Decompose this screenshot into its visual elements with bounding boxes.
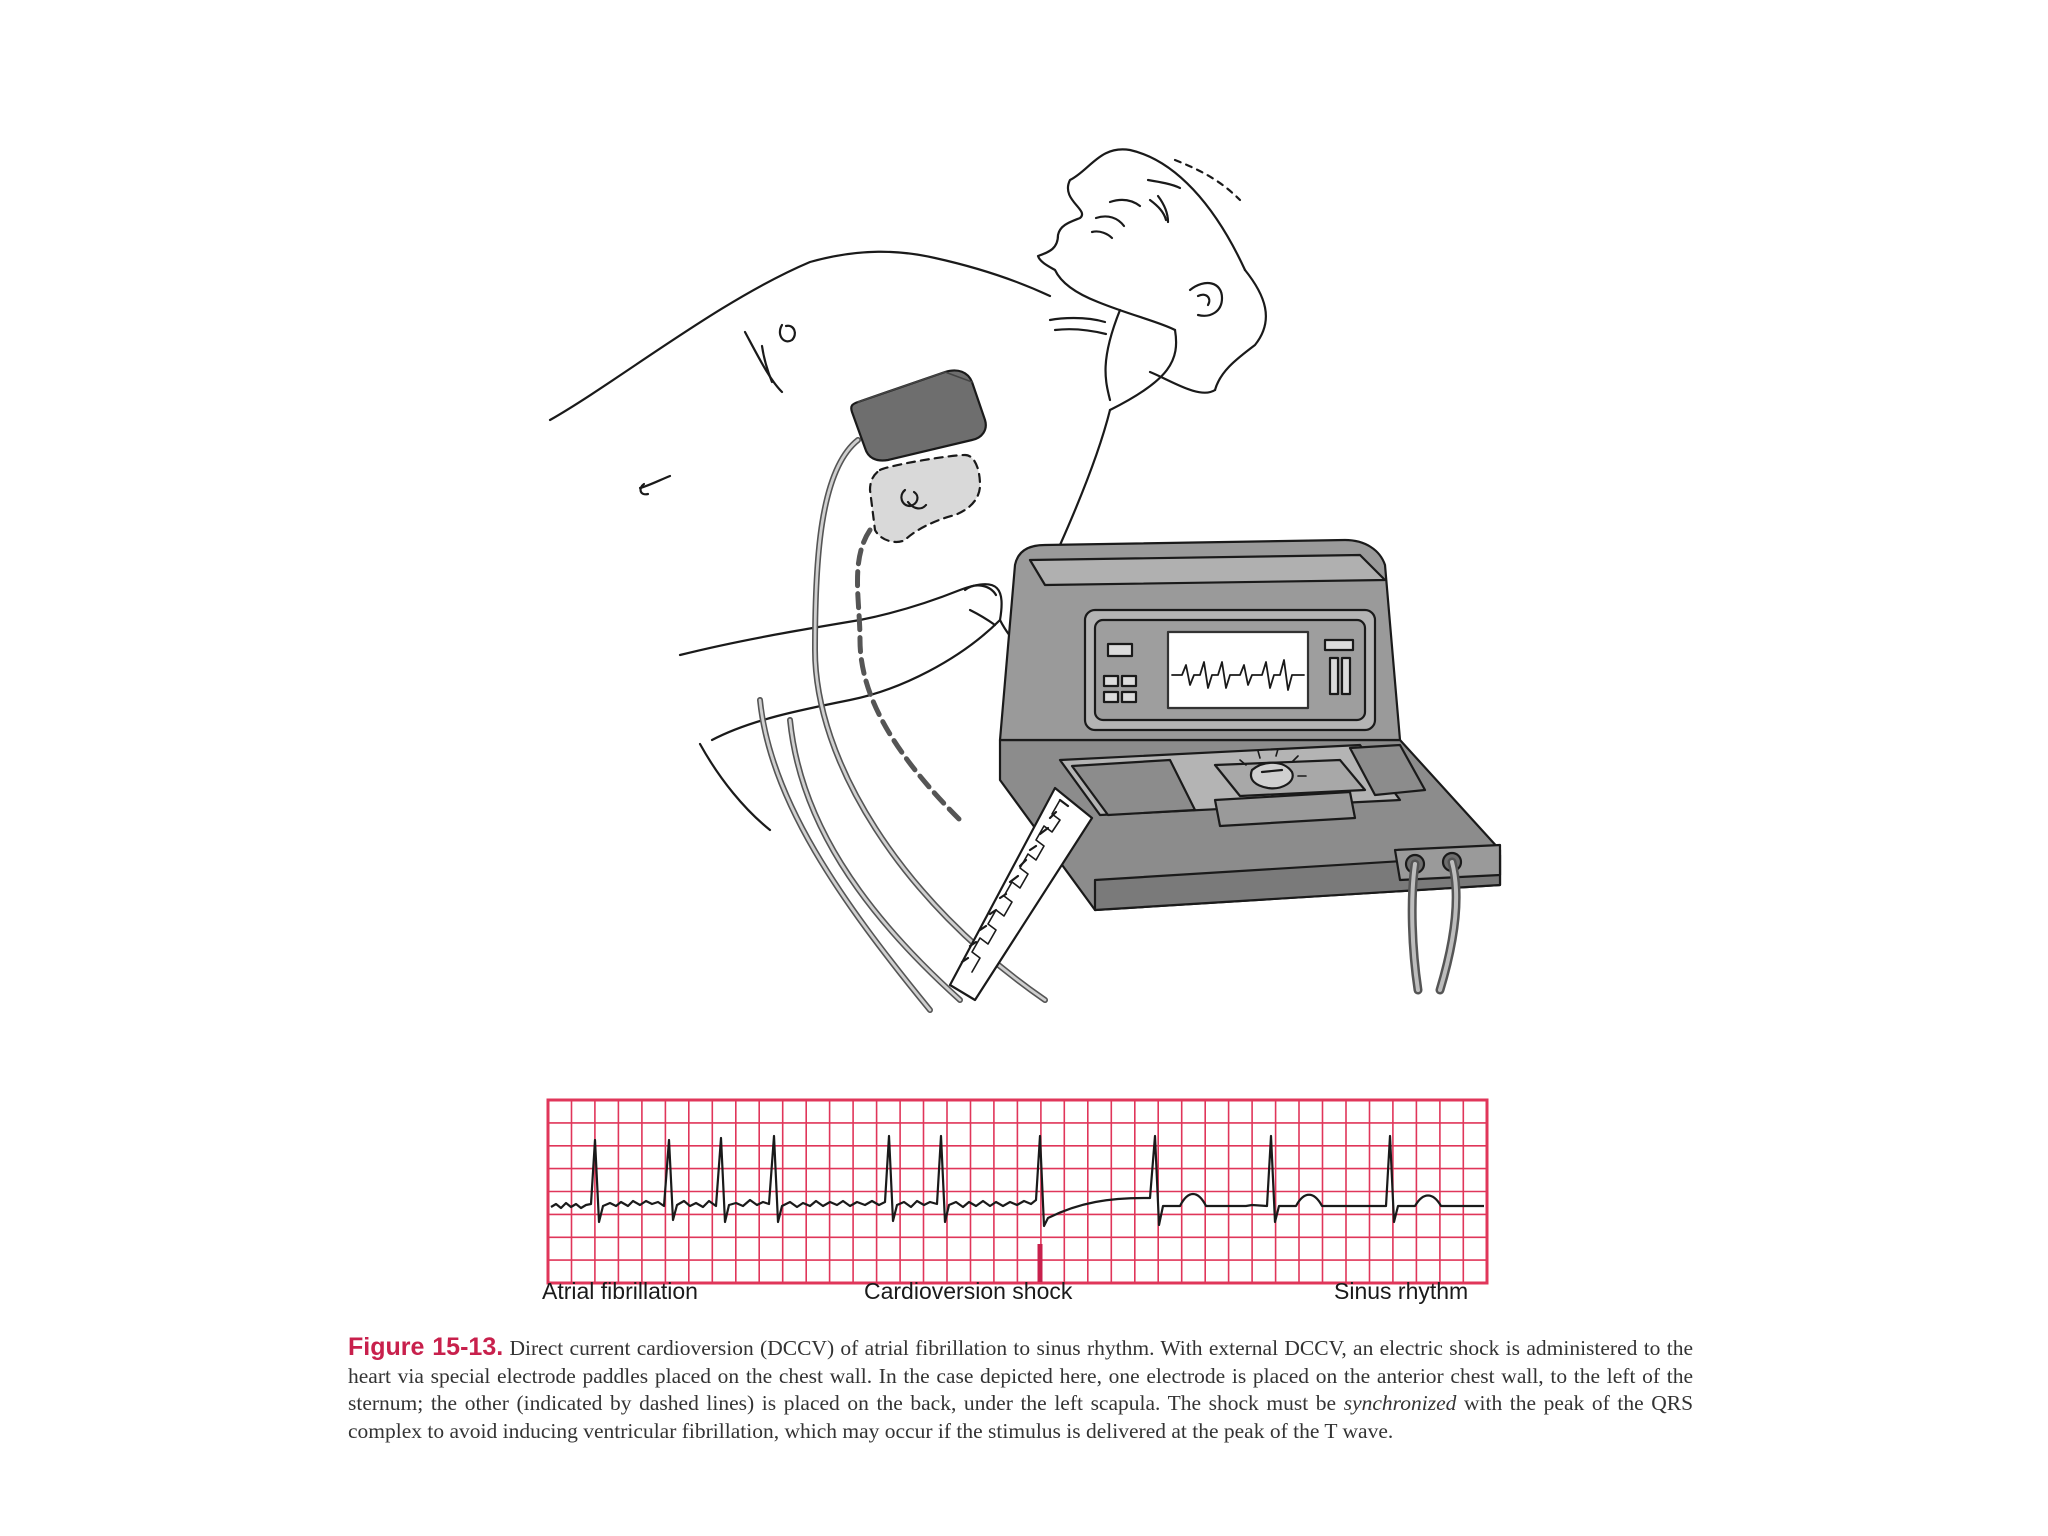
- ecg-label-atrial-fibrillation: Atrial fibrillation: [542, 1278, 698, 1304]
- caption-emphasis: synchronized: [1343, 1391, 1457, 1415]
- caption-text-part-2: with the peak of the QRS complex to avoi…: [348, 1391, 1694, 1443]
- patient-arm: [678, 583, 1003, 742]
- ecg-label-cardioversion-shock: Cardioversion shock: [864, 1278, 1073, 1304]
- device-right-pad: [1348, 743, 1427, 797]
- patient-head: [1036, 148, 1247, 332]
- ecg-grid: [546, 1098, 1489, 1285]
- patient-eye: [1094, 215, 1126, 228]
- device-monitor-trace: [1171, 659, 1305, 691]
- caption-text-part-1: Direct current cardioversion (DCCV) of a…: [348, 1336, 1694, 1415]
- ecg-label-sinus-rhythm: Sinus rhythm: [1334, 1278, 1469, 1304]
- ecg-strip: [546, 1098, 1489, 1285]
- device-left-pad: [1070, 758, 1197, 817]
- patient-torso: [548, 250, 1052, 422]
- anterior-paddle: [850, 369, 987, 462]
- energy-dial: [1239, 748, 1307, 790]
- patient-ear: [1188, 281, 1224, 317]
- patient-nipple: [778, 323, 796, 343]
- posterior-paddle-dashed: [868, 453, 982, 544]
- figure-label: Figure 15-13.: [348, 1333, 504, 1361]
- printout-strip: [948, 786, 1094, 1002]
- defibrillator-device: [998, 538, 1502, 912]
- device-monitor-screen: [1166, 630, 1310, 710]
- ecg-trace: [550, 1134, 1484, 1228]
- patient-figure: [548, 148, 1267, 832]
- figure-caption: Figure 15-13. Direct current cardioversi…: [348, 1333, 1694, 1445]
- paddle-cable-posterior: [855, 527, 963, 823]
